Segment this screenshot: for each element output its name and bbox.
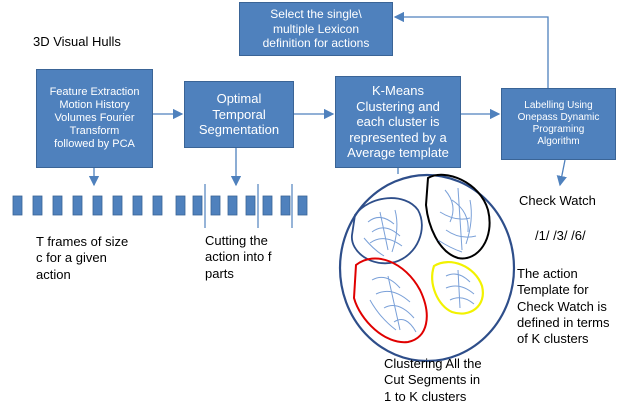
frame-square bbox=[92, 195, 103, 216]
kmeans-box: K-Means Clustering and each cluster is r… bbox=[335, 76, 461, 168]
frame-square bbox=[132, 195, 143, 216]
kmeans-line: represented by a bbox=[349, 129, 447, 145]
template-note-line: Template for bbox=[517, 282, 589, 298]
cluster-red bbox=[352, 257, 428, 344]
frame-square bbox=[112, 195, 123, 216]
clustering-note-line: Cut Segments in bbox=[384, 372, 481, 388]
frame-square bbox=[32, 195, 43, 216]
frame-square bbox=[12, 195, 23, 216]
feature-line: Motion History bbox=[59, 98, 130, 111]
lexicon-box: Select the single\ multiple Lexicon defi… bbox=[239, 2, 393, 56]
cut-frame-square bbox=[262, 195, 273, 216]
clustering-note-line: 1 to K clusters bbox=[384, 388, 467, 404]
frame-square bbox=[52, 195, 63, 216]
cutting-line: parts bbox=[205, 265, 234, 281]
clustering-note: Clustering All the Cut Segments in 1 to … bbox=[384, 356, 482, 405]
cutting-line: action into f bbox=[205, 249, 272, 265]
cutting-caption: Cutting the action into f parts bbox=[205, 233, 272, 282]
frame-squares bbox=[12, 195, 163, 216]
temporal-segmentation-box: Optimal Temporal Segmentation bbox=[184, 81, 294, 148]
cut-frame-square bbox=[297, 195, 308, 216]
labelling-line: Algorithm bbox=[537, 136, 580, 147]
cut-lines bbox=[204, 184, 293, 228]
segmentation-line: Segmentation bbox=[198, 122, 280, 138]
kmeans-line: Clustering and bbox=[356, 98, 440, 114]
template-note-line: of K clusters bbox=[517, 331, 589, 346]
labelling-line: Programing bbox=[532, 124, 585, 135]
cut-frame-square bbox=[227, 195, 238, 216]
cluster-yellow-segments bbox=[445, 269, 475, 309]
kmeans-line: K-Means bbox=[371, 83, 425, 99]
cut-frame-square bbox=[192, 195, 203, 216]
lexicon-line: Select the single\ bbox=[270, 7, 362, 22]
cluster-outer-boundary bbox=[338, 173, 516, 363]
check-watch-label: Check Watch bbox=[519, 193, 596, 209]
segmentation-line: Optimal bbox=[216, 91, 262, 107]
frame-square bbox=[152, 195, 163, 216]
cut-frame-square bbox=[175, 195, 186, 216]
segmentation-line: Temporal bbox=[212, 106, 266, 122]
template-note: The action Template for Check Watch is d… bbox=[517, 266, 610, 347]
feature-extraction-box: Feature Extraction Motion History Volume… bbox=[36, 69, 153, 168]
visual-hulls-label: 3D Visual Hulls bbox=[33, 34, 121, 50]
cut-frame-square bbox=[245, 195, 256, 216]
lexicon-line: multiple Lexicon bbox=[272, 21, 360, 36]
arrow-labelling-to-lexicon bbox=[393, 11, 549, 88]
clustering-note-line: Clustering All the bbox=[384, 356, 482, 371]
frames-caption: T frames of size c for a given action bbox=[36, 234, 128, 283]
cluster-sequence-text: /1/ /3/ /6/ bbox=[535, 228, 586, 243]
template-note-line: defined in terms bbox=[517, 314, 610, 330]
cluster-black bbox=[424, 173, 491, 260]
cutting-line: Cutting the bbox=[205, 233, 268, 248]
frames-line: c for a given bbox=[36, 250, 107, 266]
cut-frame-squares bbox=[175, 195, 308, 216]
frames-line: action bbox=[36, 266, 71, 282]
kmeans-line: each cluster is bbox=[356, 114, 440, 130]
feature-line: Feature Extraction bbox=[49, 85, 140, 98]
check-watch-text: Check Watch bbox=[519, 193, 596, 208]
kmeans-line: Average template bbox=[347, 145, 449, 161]
cluster-black-segments bbox=[437, 187, 477, 253]
visual-hulls-text: 3D Visual Hulls bbox=[33, 34, 121, 49]
arrow-labelling-to-checkwatch bbox=[556, 159, 567, 187]
labelling-box: Labelling Using Onepass Dynamic Programi… bbox=[501, 88, 616, 160]
cluster-yellow bbox=[431, 261, 484, 315]
labelling-line: Labelling Using bbox=[524, 100, 593, 111]
cluster-diagram bbox=[338, 173, 516, 363]
cut-frame-square bbox=[210, 195, 221, 216]
frames-line: T frames of size bbox=[36, 234, 129, 249]
feature-line: followed by PCA bbox=[54, 138, 135, 151]
feature-line: Volumes Fourier bbox=[54, 111, 135, 124]
cut-frame-square bbox=[280, 195, 291, 216]
feature-line: Transform bbox=[69, 125, 120, 138]
frame-square bbox=[72, 195, 83, 216]
template-note-line: The action bbox=[517, 266, 578, 281]
cluster-blue bbox=[351, 197, 423, 265]
lexicon-line: definition for actions bbox=[262, 36, 370, 51]
cluster-sequence-label: /1/ /3/ /6/ bbox=[535, 228, 586, 244]
cluster-blue-segments bbox=[363, 209, 403, 257]
template-note-line: Check Watch is bbox=[517, 298, 607, 314]
labelling-line: Onepass Dynamic bbox=[517, 112, 600, 123]
cluster-red-segments bbox=[369, 275, 417, 333]
